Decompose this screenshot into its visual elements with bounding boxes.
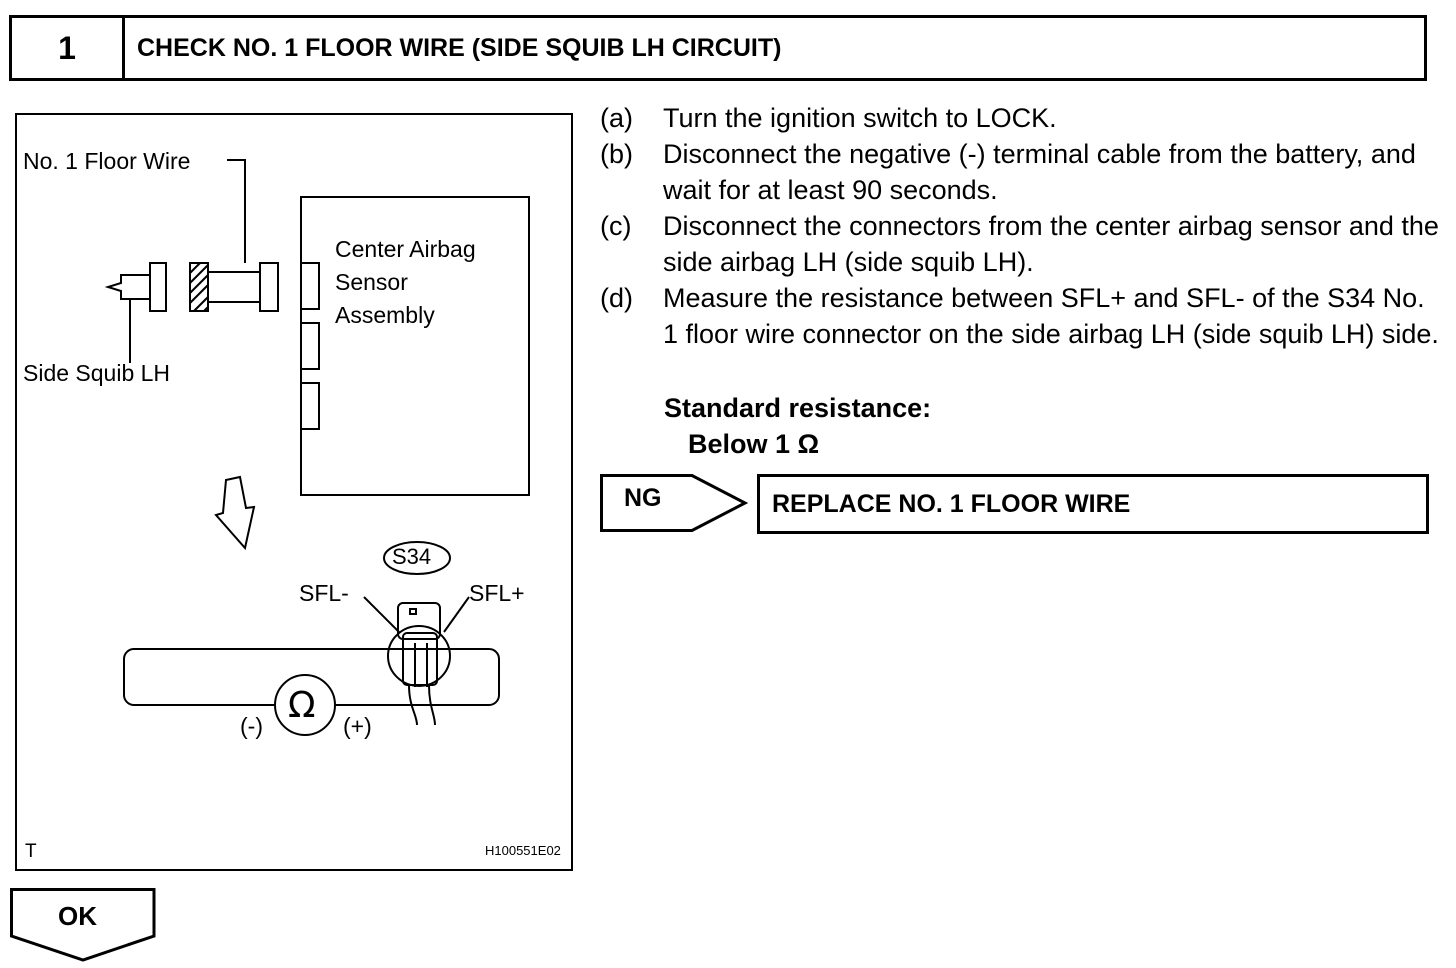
down-arrow-icon	[214, 475, 256, 551]
ohmmeter	[274, 674, 336, 736]
floor-wire-body	[207, 271, 261, 303]
step-text: Disconnect the connectors from the cente…	[663, 211, 1439, 277]
floor-wire-label: No. 1 Floor Wire	[23, 148, 191, 174]
sensor-port-2	[300, 322, 320, 370]
step-tag: (b)	[600, 139, 633, 169]
step-tag: (c)	[600, 211, 632, 241]
squib-plug	[104, 274, 150, 300]
connector-code-label: S34	[392, 544, 432, 569]
squib-connector	[149, 262, 167, 312]
step-item: (a) Turn the ignition switch to LOCK.	[600, 100, 1440, 136]
floor-wire-leader	[227, 159, 246, 263]
figure-id: H100551E02	[485, 843, 561, 858]
ohm-icon: Ω	[288, 685, 316, 726]
lead-plus-label: (+)	[343, 713, 372, 739]
ng-label: NG	[624, 484, 662, 512]
ok-arrow-icon	[10, 888, 156, 962]
wiring-illustration: No. 1 Floor Wire Center Airbag Sensor As…	[15, 113, 573, 871]
step-text: Disconnect the negative (-) terminal cab…	[663, 139, 1416, 205]
wiring-diagram-drawing	[104, 159, 530, 736]
step-item: (d) Measure the resistance between SFL+ …	[600, 280, 1440, 352]
step-tag: (a)	[600, 103, 633, 133]
figure-corner-letter: T	[25, 841, 37, 862]
sensor-port-1	[300, 262, 320, 310]
step-title: CHECK NO. 1 FLOOR WIRE (SIDE SQUIB LH CI…	[137, 33, 782, 62]
lead-minus-label: (-)	[240, 713, 263, 739]
step-tag: (d)	[600, 283, 633, 313]
s34-connector	[397, 602, 441, 640]
step-item: (c) Disconnect the connectors from the c…	[600, 208, 1440, 280]
center-sensor-label-line3: Assembly	[335, 302, 435, 328]
center-sensor-label-line1: Center Airbag	[335, 236, 476, 262]
side-squib-label: Side Squib LH	[23, 360, 171, 386]
step-text: Measure the resistance between SFL+ and …	[663, 283, 1439, 349]
step-item: (b) Disconnect the negative (-) terminal…	[600, 136, 1440, 208]
ng-arrow-icon	[600, 474, 749, 532]
standard-resistance-label: Standard resistance:	[664, 393, 932, 423]
ok-label: OK	[58, 901, 97, 931]
pin-plus-label: SFL+	[469, 580, 525, 606]
pin-minus-label: SFL-	[299, 580, 349, 606]
procedure-steps: (a) Turn the ignition switch to LOCK. (b…	[600, 100, 1440, 352]
ng-result-box: REPLACE NO. 1 FLOOR WIRE	[757, 474, 1429, 534]
step-header: 1 CHECK NO. 1 FLOOR WIRE (SIDE SQUIB LH …	[9, 15, 1427, 81]
s34-badge	[383, 541, 451, 575]
standard-resistance-value: Below 1 Ω	[688, 429, 820, 459]
step-number: 1	[12, 18, 125, 78]
sensor-port-3	[300, 382, 320, 430]
center-sensor-label-line2: Sensor	[335, 269, 408, 295]
step-text: Turn the ignition switch to LOCK.	[663, 103, 1057, 133]
floor-wire-end-connector	[259, 262, 279, 312]
